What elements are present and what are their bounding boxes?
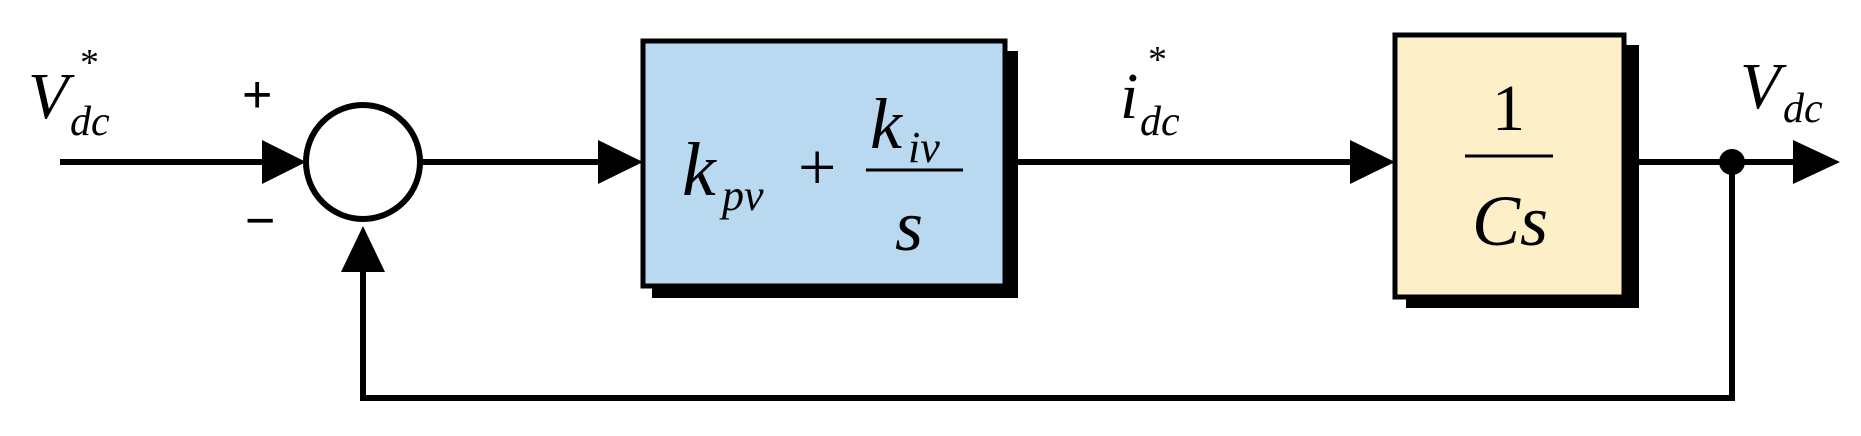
intermediate-signal-symbol: i [1120, 60, 1138, 133]
plus-sign: + [242, 66, 272, 124]
output-signal-subscript: dc [1783, 86, 1823, 132]
plant-numerator: 1 [1492, 72, 1525, 145]
pi-transfer-function: k pv + k iv s [682, 84, 963, 266]
intermediate-signal-subscript: dc [1140, 99, 1180, 145]
output-arrowhead [1793, 140, 1840, 184]
pi-block [640, 38, 1008, 289]
kp-symbol: k [682, 128, 717, 212]
plant-transfer-function: 1 Cs [1465, 72, 1553, 261]
ki-subscript: iv [908, 123, 940, 172]
feedback-arrowhead [341, 226, 385, 272]
kp-subscript: pv [719, 171, 764, 220]
error-arrowhead [598, 140, 643, 184]
input-signal-superscript: * [80, 42, 99, 84]
intermediate-signal-label: i * dc [1120, 39, 1180, 145]
plant-denominator: Cs [1472, 181, 1548, 261]
summing-junction [303, 102, 423, 222]
input-signal-label: V * dc [28, 42, 110, 145]
input-signal-symbol: V [28, 60, 75, 133]
feedback-line [360, 162, 1735, 401]
output-signal-label: V dc [1740, 50, 1823, 132]
minus-sign: − [245, 192, 275, 250]
pi-plus: + [798, 129, 836, 205]
pi-denominator: s [895, 186, 923, 266]
plant-block [1392, 32, 1627, 300]
current-arrowhead [1350, 140, 1395, 184]
intermediate-signal-superscript: * [1148, 39, 1167, 81]
output-signal-symbol: V [1740, 50, 1787, 123]
input-signal-subscript: dc [70, 99, 110, 145]
ki-symbol: k [870, 84, 904, 164]
input-arrowhead [262, 140, 306, 184]
